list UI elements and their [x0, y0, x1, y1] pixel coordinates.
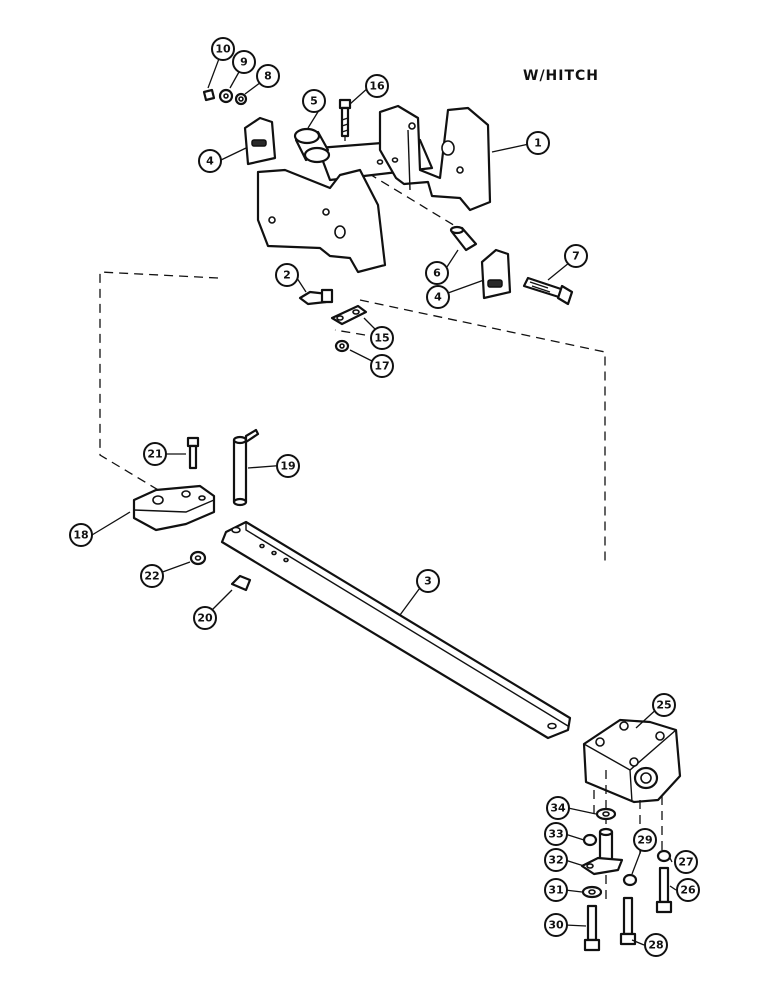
clevis-plate-lower — [480, 248, 512, 300]
callout-7: 7 — [564, 244, 588, 268]
callout-25: 25 — [652, 693, 676, 717]
svg-text:10: 10 — [215, 43, 231, 56]
hitch-pin-19 — [232, 428, 260, 507]
svg-text:18: 18 — [73, 529, 88, 542]
bolt-28 — [619, 896, 637, 946]
svg-text:20: 20 — [197, 612, 213, 625]
callout-18: 18 — [69, 523, 93, 547]
svg-text:2: 2 — [283, 269, 291, 282]
assembly-centerline — [334, 329, 366, 336]
callout-30: 30 — [544, 913, 568, 937]
bolt-7 — [522, 276, 574, 306]
callout-31: 31 — [544, 878, 568, 902]
bolt-16 — [338, 98, 352, 138]
svg-text:30: 30 — [548, 919, 564, 932]
callout-34: 34 — [546, 796, 570, 820]
svg-text:6: 6 — [433, 267, 441, 280]
nut-27 — [656, 849, 672, 863]
link-plate-15 — [330, 304, 368, 326]
bolt-21 — [186, 436, 200, 470]
hardware-stack-8-9-10 — [202, 88, 248, 106]
svg-text:16: 16 — [369, 80, 385, 93]
callout-33: 33 — [544, 822, 568, 846]
callout-20: 20 — [193, 606, 217, 630]
svg-text:19: 19 — [280, 460, 295, 473]
clevis-plate-upper — [243, 116, 277, 166]
callout-4-lower: 4 — [426, 285, 450, 309]
mounting-bracket-18 — [132, 484, 216, 532]
svg-text:8: 8 — [264, 70, 272, 83]
swivel-housing — [582, 718, 682, 804]
callout-16: 16 — [365, 74, 389, 98]
svg-text:1: 1 — [534, 137, 542, 150]
svg-text:28: 28 — [648, 939, 663, 952]
assembly-boundary-dashed — [99, 271, 219, 516]
svg-text:32: 32 — [548, 854, 563, 867]
hitch-bracket — [256, 104, 492, 274]
svg-text:34: 34 — [550, 802, 566, 815]
callout-17: 17 — [370, 354, 394, 378]
svg-text:22: 22 — [144, 570, 159, 583]
bolt-2 — [298, 288, 334, 306]
bolt-30 — [583, 904, 601, 952]
svg-text:9: 9 — [240, 56, 248, 69]
callout-6: 6 — [425, 261, 449, 285]
callout-3: 3 — [416, 569, 440, 593]
svg-text:3: 3 — [424, 575, 432, 588]
spacer-tube — [293, 127, 331, 164]
svg-text:26: 26 — [680, 884, 696, 897]
svg-text:27: 27 — [678, 856, 693, 869]
callout-5: 5 — [302, 89, 326, 113]
svg-text:4: 4 — [434, 291, 442, 304]
drawbar — [220, 520, 572, 740]
svg-text:4: 4 — [206, 155, 214, 168]
washer-34 — [595, 807, 617, 821]
nut-33 — [582, 833, 598, 847]
nut-29 — [622, 873, 638, 887]
callout-15: 15 — [370, 326, 394, 350]
callout-4-upper: 4 — [198, 149, 222, 173]
callout-2: 2 — [275, 263, 299, 287]
svg-text:5: 5 — [310, 95, 318, 108]
callout-32: 32 — [544, 848, 568, 872]
callout-21: 21 — [143, 442, 167, 466]
svg-text:15: 15 — [374, 332, 389, 345]
pin-plate-32 — [580, 827, 624, 876]
diagram-title: W/HITCH — [523, 68, 599, 84]
callout-27: 27 — [674, 850, 698, 874]
callout-28: 28 — [644, 933, 668, 957]
svg-text:17: 17 — [374, 360, 389, 373]
lock-clip-20 — [230, 574, 252, 592]
svg-text:25: 25 — [656, 699, 671, 712]
callout-8: 8 — [256, 64, 280, 88]
hitch-pin-6 — [449, 225, 478, 252]
svg-text:33: 33 — [548, 828, 563, 841]
svg-text:7: 7 — [572, 250, 580, 263]
callout-26: 26 — [676, 878, 700, 902]
assembly-boundary-dashed-right — [359, 299, 606, 565]
washer-31 — [581, 885, 603, 899]
bracket-pin-axis — [329, 149, 471, 236]
svg-text:21: 21 — [147, 448, 162, 461]
callout-29: 29 — [633, 828, 657, 852]
nut-17 — [334, 339, 350, 353]
svg-text:29: 29 — [637, 834, 652, 847]
callout-9: 9 — [232, 50, 256, 74]
nut-22 — [189, 550, 207, 566]
callout-1: 1 — [526, 131, 550, 155]
callout-19: 19 — [276, 454, 300, 478]
callout-22: 22 — [140, 564, 164, 588]
svg-text:31: 31 — [548, 884, 563, 897]
callout-10: 10 — [211, 37, 235, 61]
bolt-26 — [655, 866, 673, 914]
